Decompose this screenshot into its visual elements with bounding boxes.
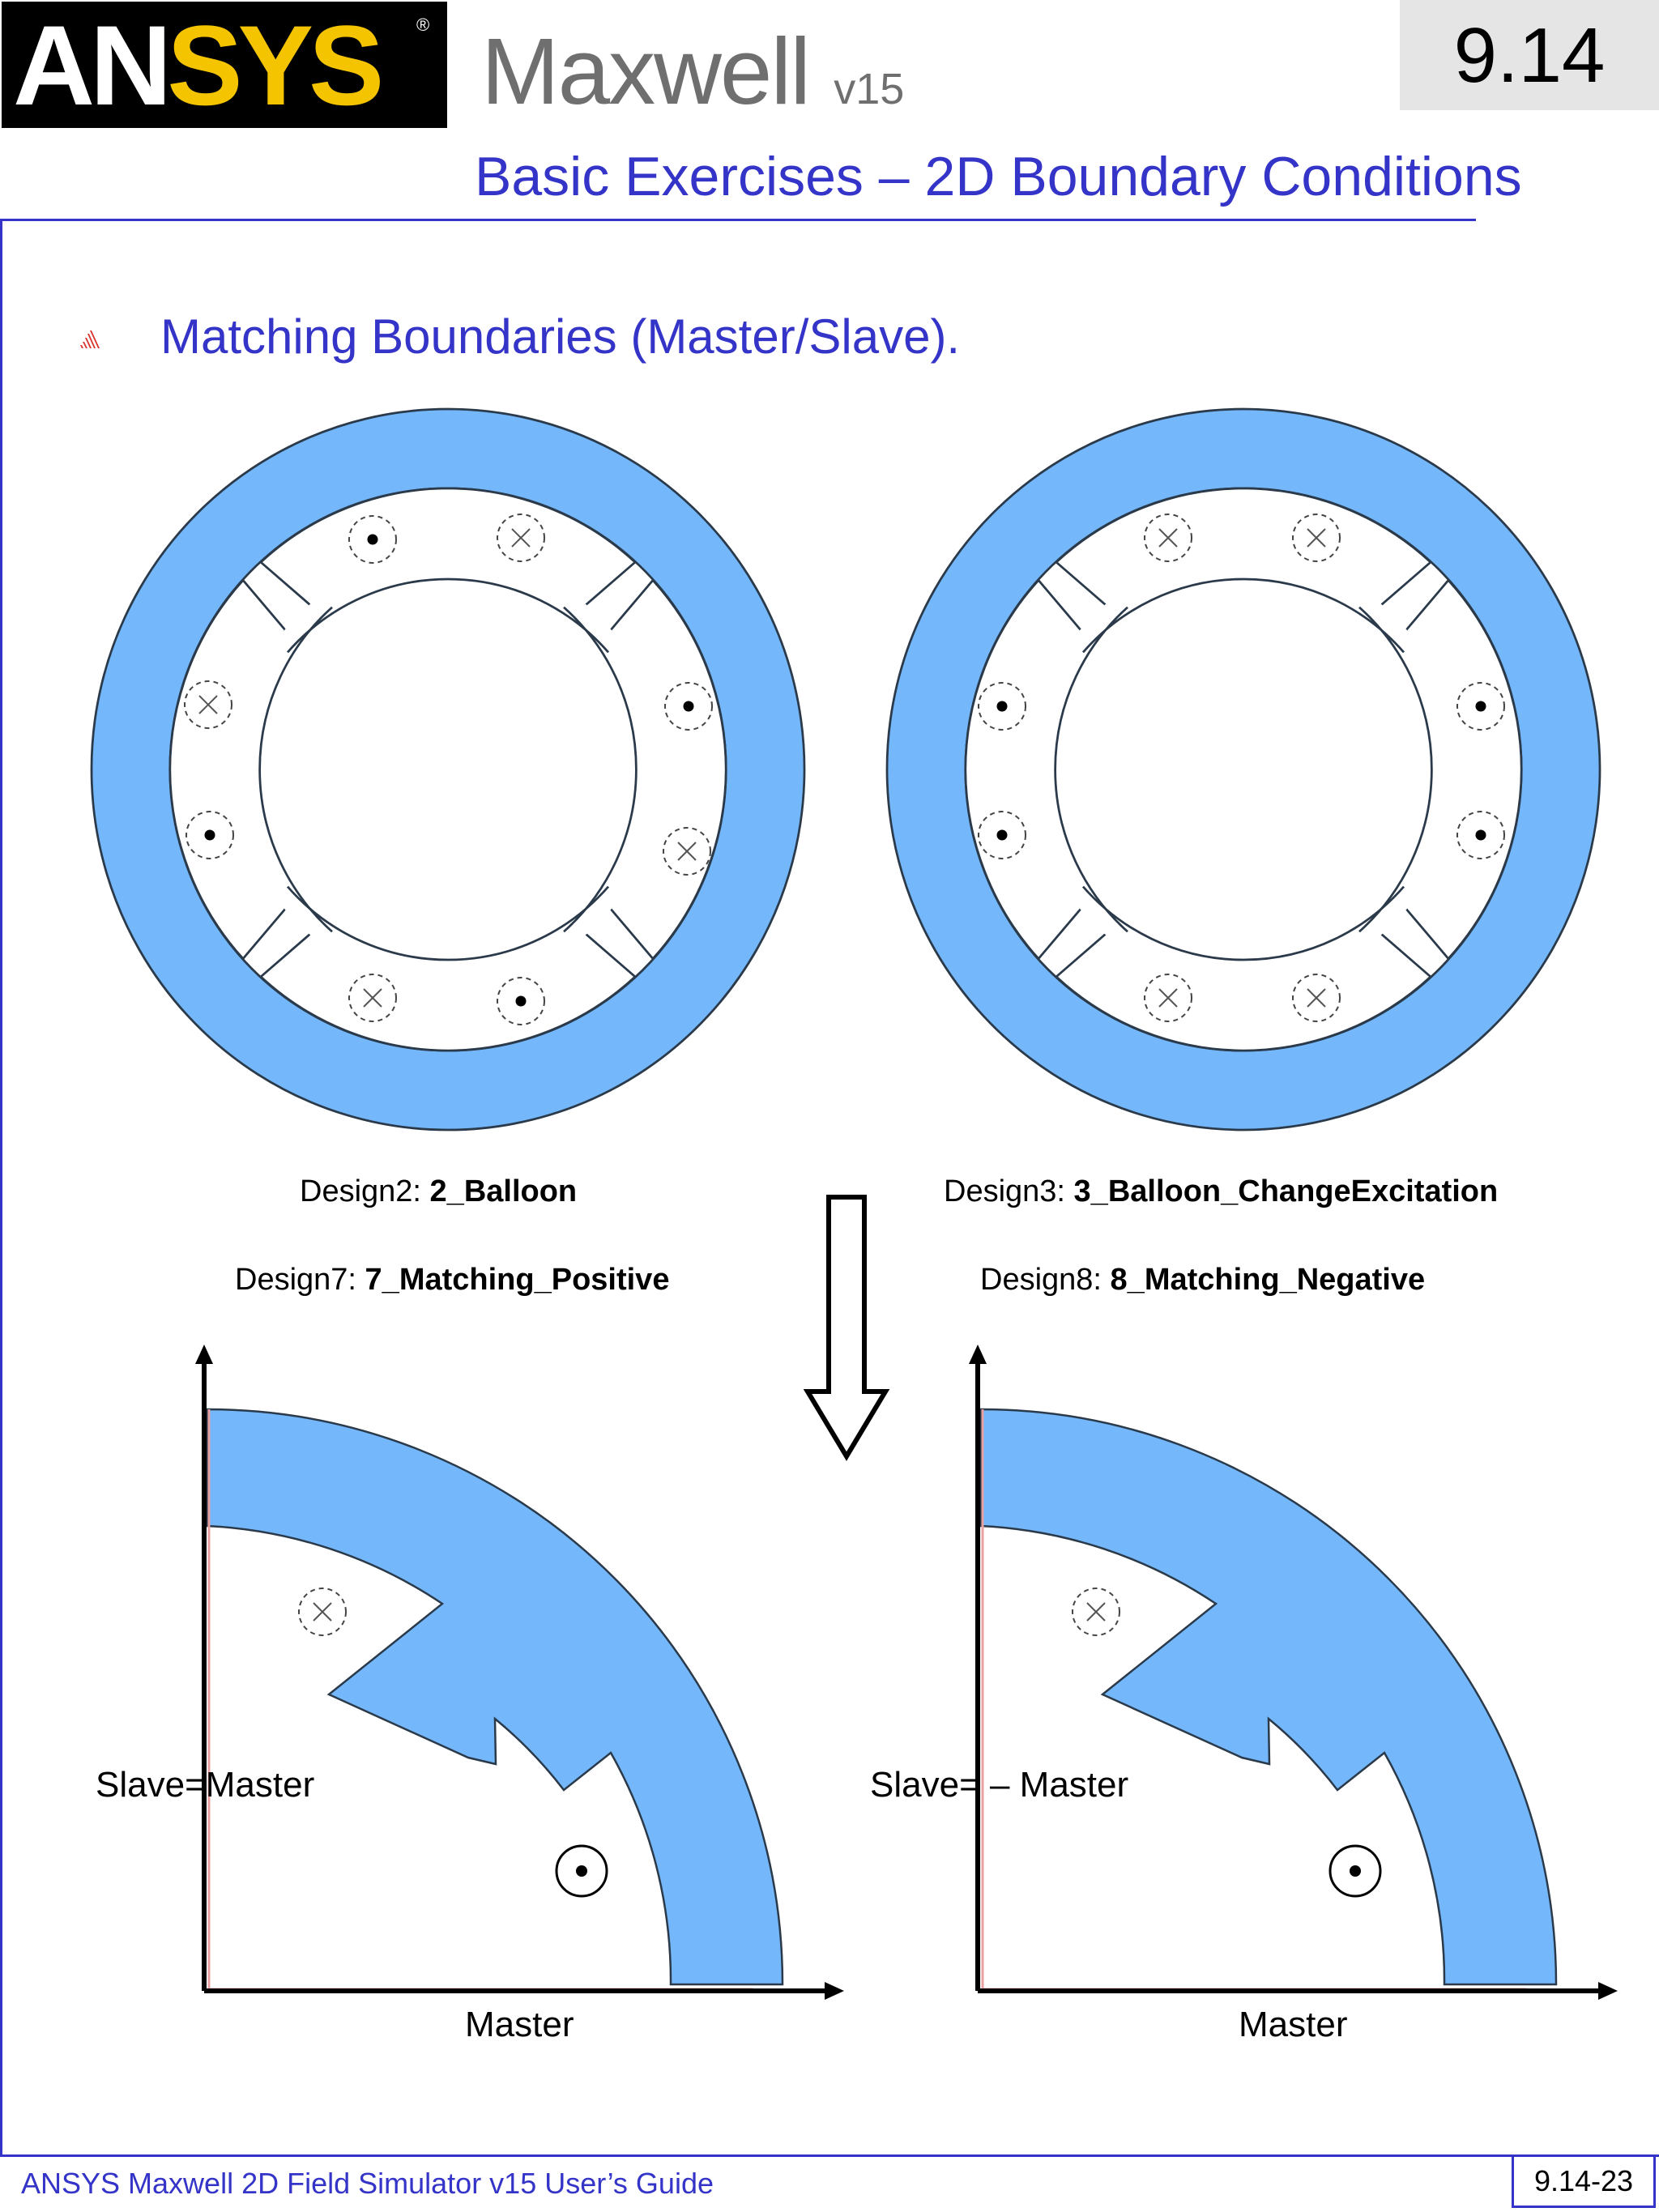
left-slave-label: Slave=Master [96,1765,315,1805]
caption-design3: Design3: 3_Balloon_ChangeExcitation [944,1171,1498,1212]
product-version: v15 [834,65,905,113]
caption-design7-prefix: Design7: [235,1263,365,1297]
footer-guide-title: ANSYS Maxwell 2D Field Simulator v15 Use… [21,2167,714,2200]
caption-design8-prefix: Design8: [980,1263,1111,1297]
caption-design8: Design8: 8_Matching_Negative [980,1259,1425,1300]
caption-design8-name: 8_Matching_Negative [1110,1263,1426,1297]
title-divider [0,219,1476,221]
quarter-model-negative [969,1345,1618,2000]
stator-diagram-balloon [90,407,806,1132]
quarter-model-positive [195,1345,844,2000]
section-number: 9.14 [1453,12,1606,99]
left-master-label: Master [465,2005,574,2044]
ansys-logo-wordmark: ANSYS [13,2,384,128]
page-number: 9.14-23 [1512,2154,1656,2208]
footer-divider [0,2154,1659,2157]
caption-design2: Design2: 2_Balloon [300,1171,577,1212]
bullet-icon [80,330,100,348]
caption-design7: Design7: 7_Matching_Positive [235,1259,669,1300]
caption-design2-prefix: Design2: [300,1174,430,1208]
caption-design3-name: 3_Balloon_ChangeExcitation [1073,1174,1499,1208]
down-arrow-icon [803,1195,890,1461]
page-title: Basic Exercises – 2D Boundary Conditions [475,146,1522,207]
caption-design2-name: 2_Balloon [429,1174,578,1208]
right-slave-label: Slave= – Master [870,1765,1129,1805]
right-master-label: Master [1239,2005,1348,2044]
left-frame-rule [0,219,2,2156]
caption-design7-name: 7_Matching_Positive [365,1263,670,1297]
bullet-text: Matching Boundaries (Master/Slave). [160,309,961,364]
logo-part-white: AN [13,2,172,128]
product-name: Maxwell v15 [481,15,904,146]
caption-design3-prefix: Design3: [944,1174,1074,1208]
registered-mark: ® [416,15,430,35]
section-number-box [1400,0,1659,110]
product-label: Maxwell [481,19,811,124]
logo-part-yellow: SYS [167,2,384,128]
ansys-logo: ANSYS ® [2,2,447,128]
stator-diagram-change-excitation [885,407,1601,1132]
